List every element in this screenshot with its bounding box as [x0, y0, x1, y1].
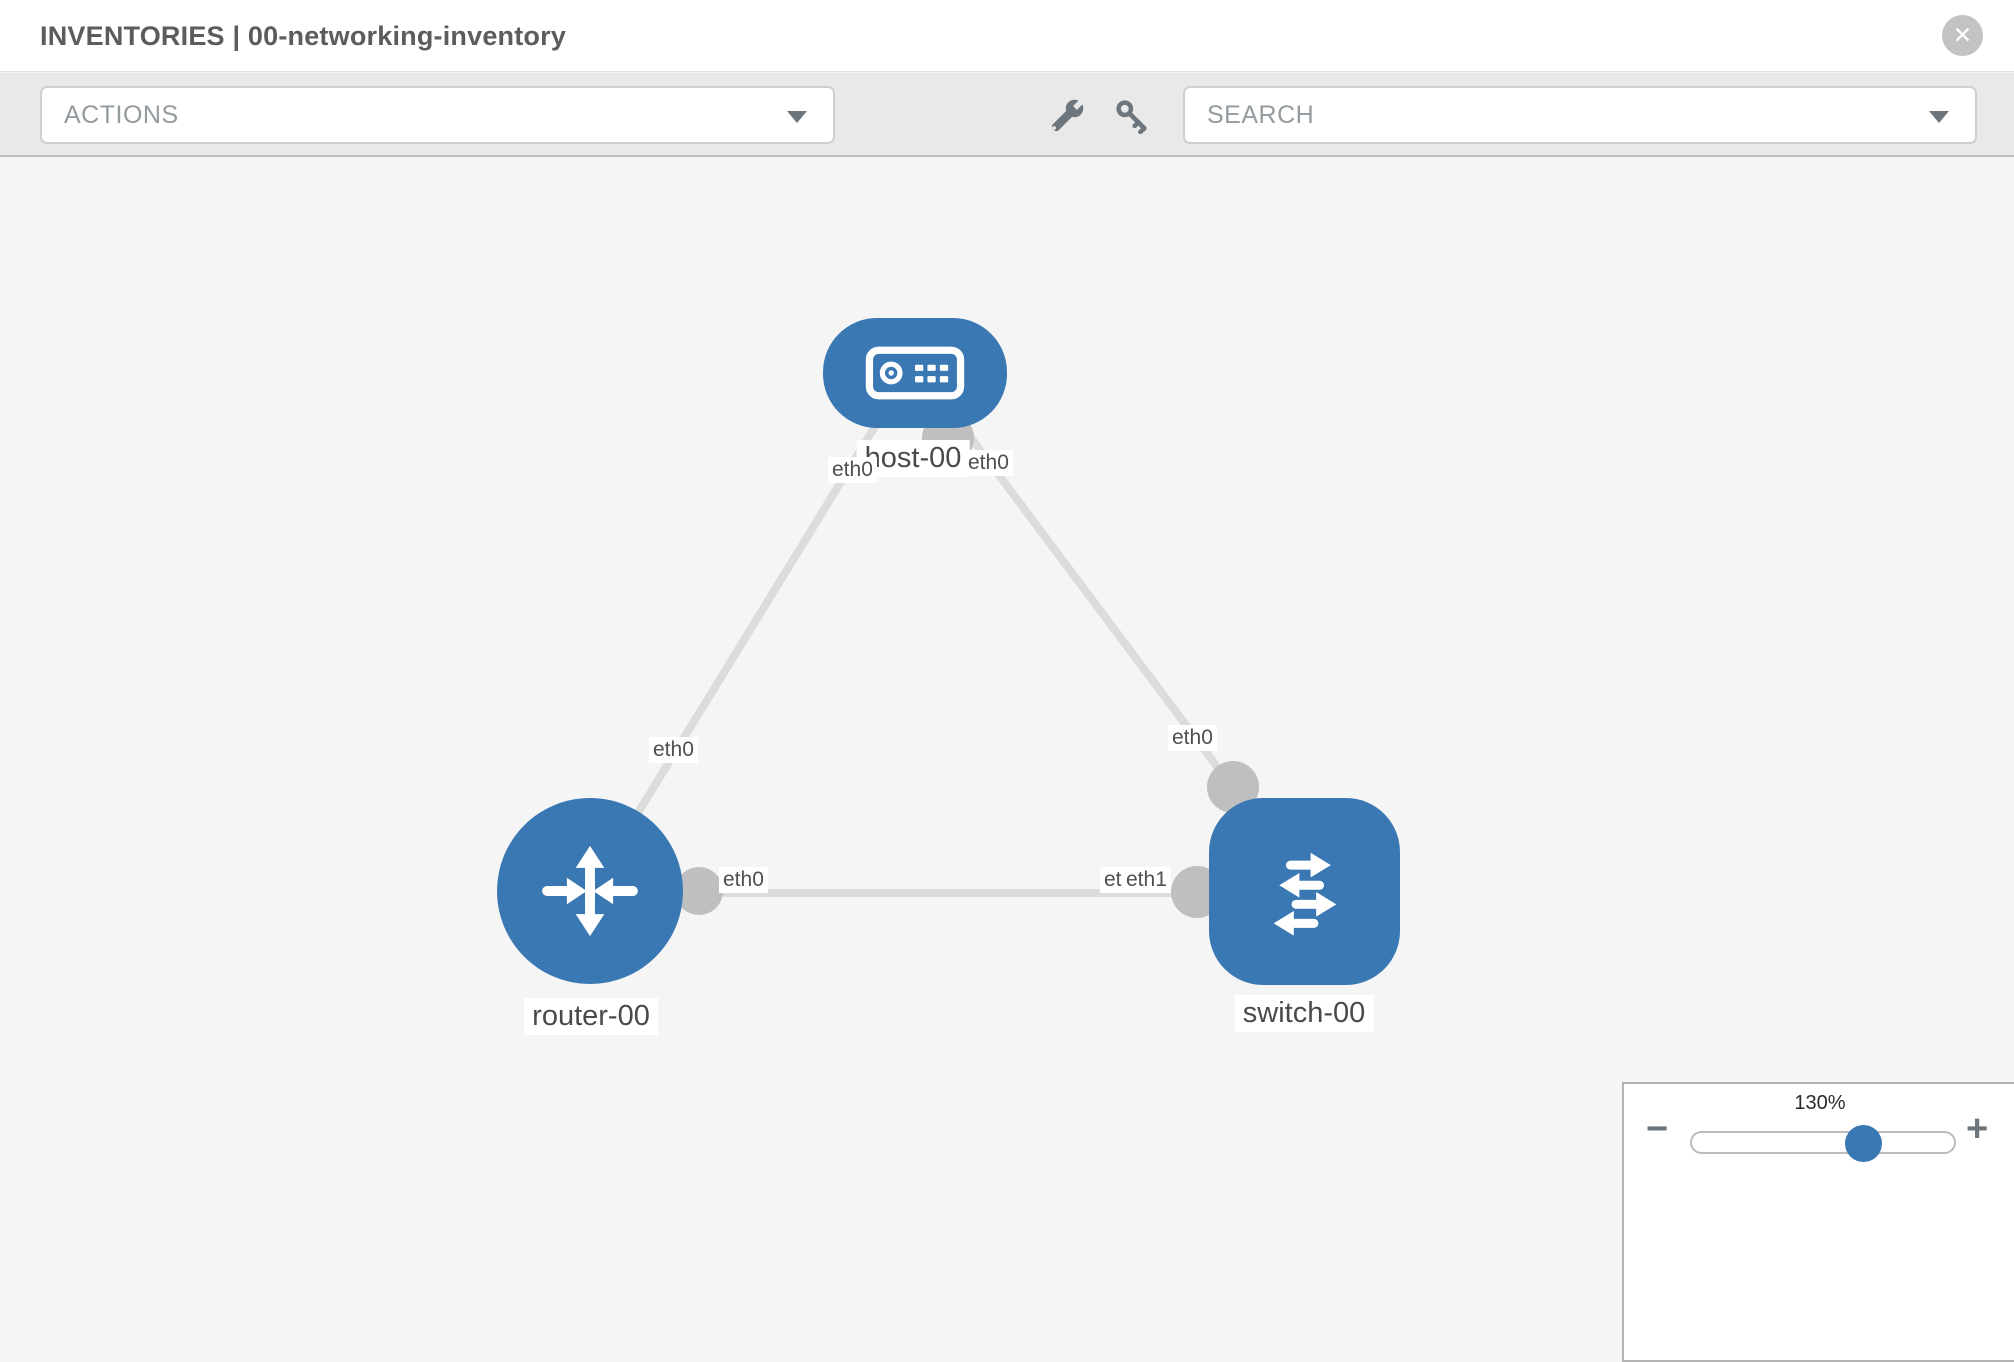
iface-label-eth0: eth0: [828, 457, 877, 483]
node-switch-00[interactable]: [1209, 798, 1400, 985]
zoom-slider-thumb[interactable]: [1845, 1125, 1882, 1162]
actions-dropdown[interactable]: ACTIONS: [40, 86, 835, 144]
node-label-switch: switch-00: [1234, 995, 1374, 1032]
host-icon: [865, 346, 965, 400]
node-host-00[interactable]: [823, 318, 1007, 428]
zoom-level-value: 130%: [1794, 1092, 1846, 1114]
iface-label-eth0: eth0: [964, 450, 1013, 476]
iface-label-eth0-clipped: eth0: [1100, 867, 1125, 893]
iface-label-eth0: eth0: [1168, 725, 1217, 751]
topology-links-layer: [586, 394, 1259, 918]
switch-icon: [1273, 852, 1336, 936]
topology-canvas[interactable]: host-00 router-00 switch-00 eth0 eth0 et…: [0, 157, 2014, 1362]
node-label-router: router-00: [524, 998, 658, 1035]
zoom-in-button[interactable]: +: [1966, 1108, 1989, 1150]
iface-label-eth1: eth1: [1122, 867, 1171, 893]
iface-label-eth0: eth0: [649, 737, 698, 763]
node-router-00[interactable]: [497, 798, 683, 984]
close-icon[interactable]: ✕: [1942, 15, 1983, 56]
zoom-slider[interactable]: [1690, 1131, 1956, 1154]
iface-label-eth0: eth0: [719, 867, 768, 893]
window-header: INVENTORIES | 00-networking-inventory ✕: [0, 0, 2014, 72]
actions-dropdown-label: ACTIONS: [64, 100, 179, 129]
chevron-down-icon: [1929, 111, 1949, 123]
search-input[interactable]: SEARCH: [1183, 86, 1977, 144]
key-icon[interactable]: [1114, 98, 1150, 134]
zoom-out-button[interactable]: −: [1646, 1108, 1669, 1150]
wrench-icon[interactable]: [1049, 98, 1085, 134]
router-icon: [542, 845, 638, 937]
chevron-down-icon: [787, 111, 807, 123]
interface-circle-router[interactable]: [675, 867, 723, 915]
page-title: INVENTORIES | 00-networking-inventory: [40, 20, 567, 51]
zoom-control-panel: 130% − +: [1622, 1082, 2014, 1362]
search-placeholder: SEARCH: [1207, 100, 1315, 129]
close-glyph: ✕: [1952, 22, 1973, 48]
toolbar: ACTIONS SEARCH: [0, 73, 2014, 157]
